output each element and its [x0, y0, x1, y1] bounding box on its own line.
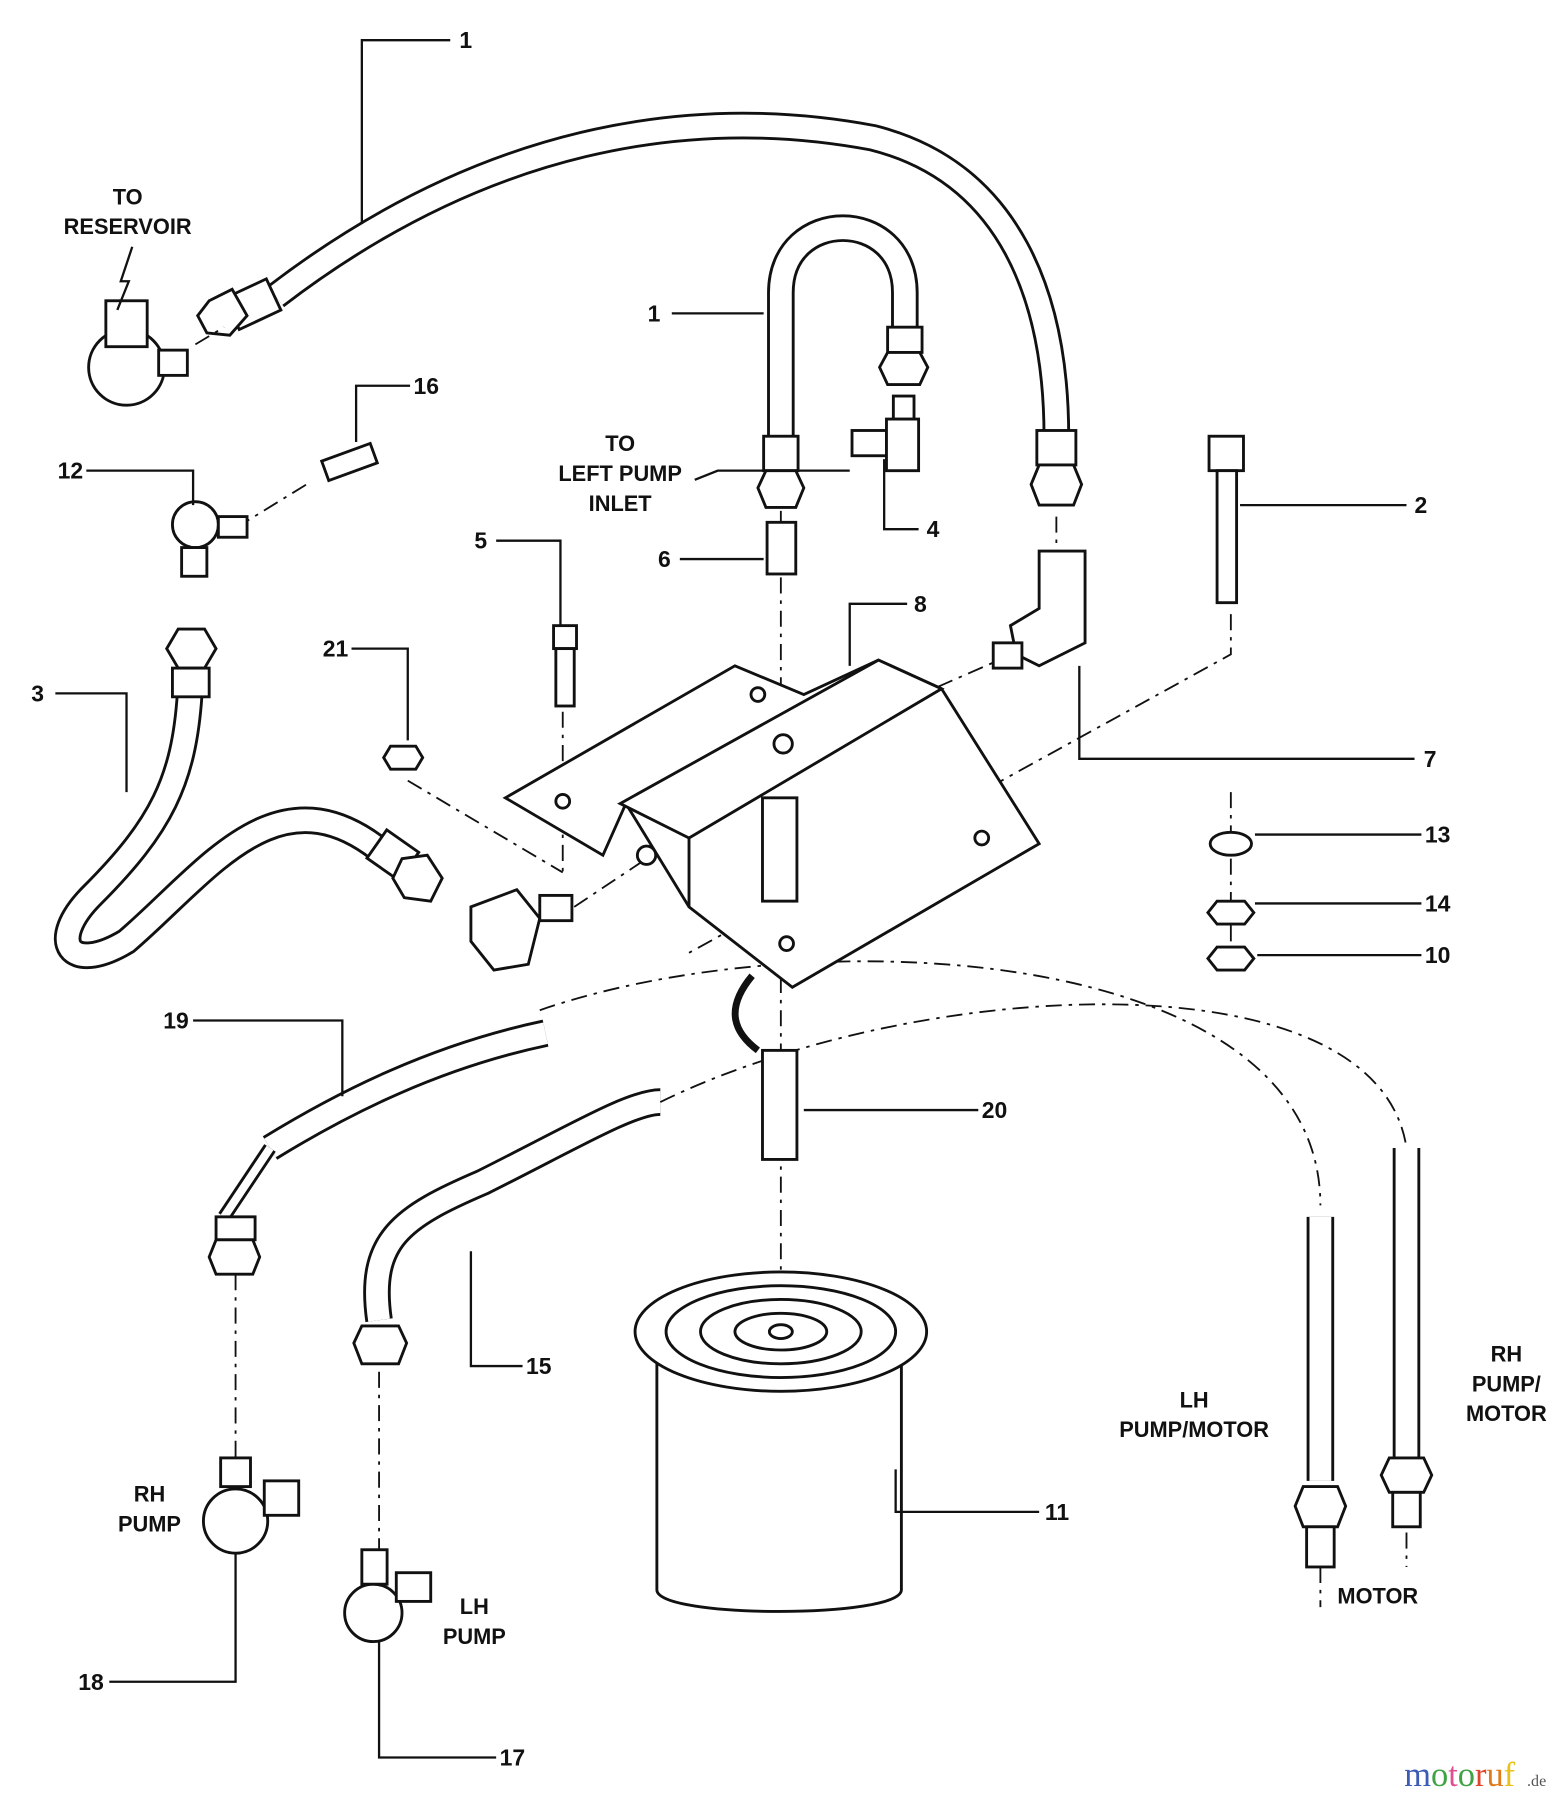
callout-1: 1 — [648, 300, 661, 326]
callout-2: 2 — [1415, 492, 1428, 518]
note-lh-pump-motor: PUMP/MOTOR — [1119, 1417, 1269, 1442]
callout-16: 16 — [414, 373, 440, 399]
note-rh-pump: PUMP — [118, 1511, 181, 1536]
callout-18: 18 — [78, 1669, 104, 1695]
hose-15 — [352, 1088, 662, 1366]
callout-17: 17 — [500, 1745, 526, 1771]
note-to-reservoir: TO — [113, 184, 143, 209]
assembly-lines — [194, 326, 1408, 1608]
note-rh-pump-motor: RH — [1491, 1341, 1522, 1366]
note-lh-pump: PUMP — [443, 1624, 506, 1649]
callout-numbers: 1 1 2 3 4 5 6 7 8 10 11 12 13 14 15 16 1… — [31, 27, 1450, 1770]
fittings — [87, 299, 1256, 1644]
note-rh-pump-motor: PUMP/ — [1472, 1371, 1541, 1396]
note-rh-pump-motor: MOTOR — [1466, 1401, 1547, 1426]
note-to-reservoir: RESERVOIR — [64, 214, 192, 239]
note-to-left-pump-inlet: INLET — [589, 491, 653, 516]
hoses-to-motors — [1293, 1147, 1434, 1569]
callout-leaders — [55, 39, 1422, 1759]
watermark-logo: motoruf .de — [1404, 1756, 1546, 1794]
callout-12: 12 — [58, 458, 84, 484]
callout-11: 11 — [1045, 1499, 1069, 1525]
note-lh-pump: LH — [460, 1594, 489, 1619]
svg-text:motoruf: motoruf — [1404, 1756, 1515, 1794]
callout-19: 19 — [163, 1008, 189, 1034]
callout-14: 14 — [1425, 890, 1451, 916]
callout-5: 5 — [474, 528, 487, 554]
callout-3: 3 — [31, 680, 44, 706]
callout-10: 10 — [1425, 942, 1451, 968]
note-to-left-pump-inlet: TO — [605, 431, 635, 456]
note-motor: MOTOR — [1337, 1584, 1418, 1609]
hose-1-long — [195, 111, 1084, 507]
callout-13: 13 — [1425, 822, 1451, 848]
svg-text:.de: .de — [1527, 1773, 1546, 1790]
note-lh-pump-motor: LH — [1180, 1387, 1209, 1412]
callout-21: 21 — [323, 636, 349, 662]
note-to-left-pump-inlet: LEFT PUMP — [558, 461, 682, 486]
notes: TO RESERVOIR TO LEFT PUMP INLET RH PUMP … — [64, 184, 1547, 1649]
callout-4: 4 — [927, 516, 940, 542]
callout-1: 1 — [459, 27, 472, 53]
oil-filter — [633, 1270, 929, 1613]
callout-7: 7 — [1424, 746, 1437, 772]
hose-3 — [53, 627, 444, 970]
callout-8: 8 — [914, 591, 927, 617]
callout-6: 6 — [658, 546, 671, 572]
callout-15: 15 — [526, 1353, 552, 1379]
callout-20: 20 — [982, 1097, 1008, 1123]
note-rh-pump: RH — [134, 1482, 165, 1507]
hose-19 — [207, 1019, 549, 1276]
